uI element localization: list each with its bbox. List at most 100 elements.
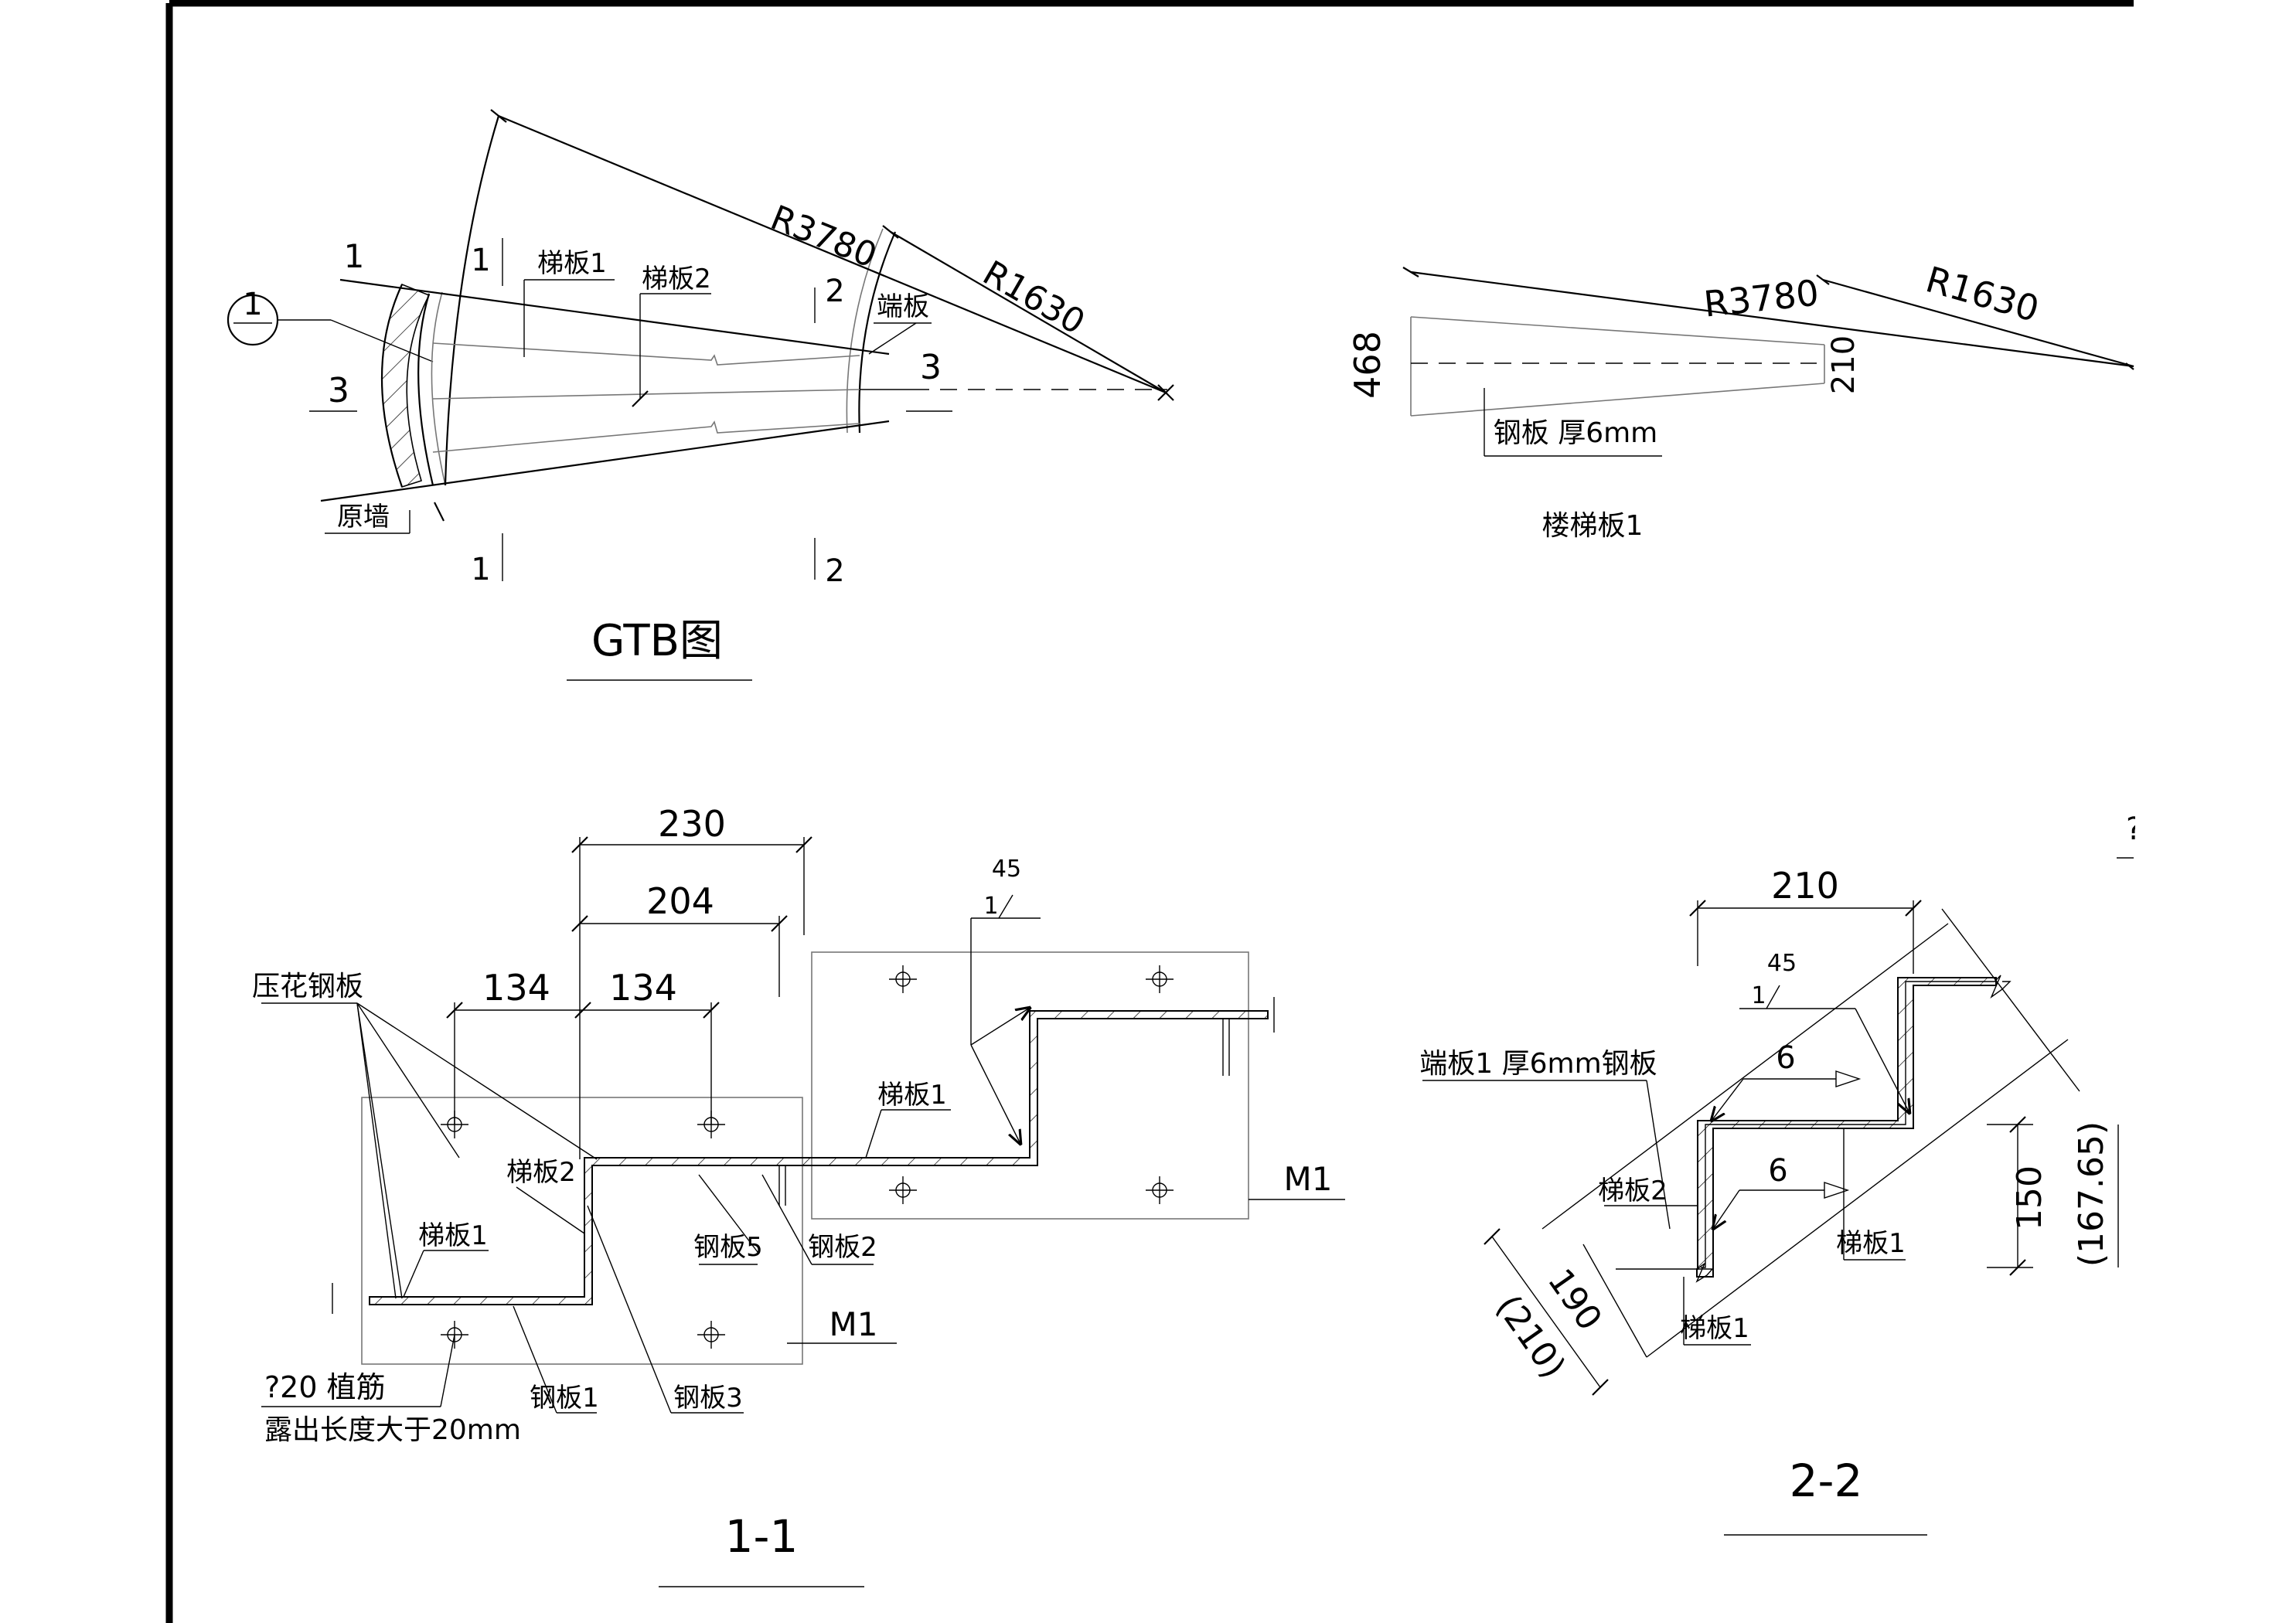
plate-radius-line [1410,270,2134,368]
dim-230: 230 [658,803,726,845]
dimension-204: 204 [571,880,788,997]
plate1-label: 梯板1 [537,248,607,279]
weld-top-size: 45 [1767,950,1797,977]
gtb-title: GTB图 [591,616,723,666]
section1-steel3: 钢板3 [673,1383,743,1414]
plate-inner-radius-line [1822,278,2134,368]
m1-lower-label: M1 [829,1305,878,1343]
steel1-leader [513,1305,557,1414]
embed-plate-m1-lower [361,1097,803,1365]
gtb-plan-view: 1 R3780 R1630 [227,109,1174,681]
plate-bottom-edge [1410,383,1825,417]
plate-r1630: R1630 [1921,258,2043,330]
axis-bubble: 1 [227,287,434,362]
weld-lower-size: 6 [1768,1153,1787,1189]
section1-plate2-leader [516,1186,585,1234]
rebar-leader [440,1334,455,1407]
section1-plate2: 梯板2 [506,1157,576,1188]
weld-fillet-mark [998,894,1013,919]
end-plate-note-leader [1646,1080,1671,1230]
envelope-lower [1646,1039,2069,1358]
exposed-note: 露出长度大于20mm [264,1414,521,1446]
stepped-steel-plate [369,1010,1269,1305]
section1-steel1: 钢板1 [530,1383,599,1414]
section2-plate1-right: 梯板1 [1836,1228,1906,1259]
end-plate-inner-arc [846,228,884,434]
radius-line-inner [890,231,1167,393]
cut-3-left-label: 3 [328,371,349,410]
end-plate-arc [858,231,897,434]
section-cut-2: 2 2 [814,274,845,589]
steel2-leader [761,1174,812,1265]
section-cut-1: 1 1 [471,238,503,587]
plate-mid-line [432,389,860,400]
plate-tick-right [2125,362,2134,370]
wall-tick [434,502,445,522]
envelope-left [1582,1244,1647,1358]
rebar-note: ?20 植筋 [264,1370,386,1404]
dim-210: 210 [1771,865,1839,907]
plate-width-210: 210 [1826,335,1862,394]
inner-arc-grey [431,291,446,486]
envelope-right [1941,908,2080,1092]
stair-plate-title: 楼梯板1 [1542,510,1644,542]
anchor-bolt [889,1176,917,1204]
anchor-bolt [1146,1176,1174,1204]
sheet-border [165,0,2134,1623]
envelope-upper [1541,923,1949,1230]
end-plate-label: 端板 [877,291,929,322]
center-tick2 [1157,384,1174,401]
dimension-190: 190 (210) [1484,1228,1610,1396]
original-wall-inner [417,293,434,486]
plate1-right-leader [865,1109,882,1159]
section2-plate2: 梯板2 [1598,1176,1667,1206]
weld-size-45: 45 [992,856,1021,883]
dimension-230: 230 [571,803,812,1159]
section2-plate1-bottom: 梯板1 [1680,1313,1749,1344]
steel3-leader [587,1205,672,1414]
weld-upper-size: 6 [1776,1040,1795,1076]
plate-r3780: R3780 [1702,271,1821,325]
dim-134-left: 134 [482,967,550,1009]
plate-lower-line [432,420,860,453]
weld-lower-arrow [1713,1189,1740,1229]
dim-204: 204 [646,880,714,922]
section-2-2-view: 210 150 (167.65) 190 (210) 端板1 厚6mm钢板 [1419,812,2162,1536]
section-cut-3: 3 3 [309,348,952,412]
outer-arc-r3780 [444,115,500,486]
plan-top-edge [339,278,890,356]
stair-plate-1-view: R3780 R1630 468 210 钢板 厚6mm 楼梯板1 [1347,258,2134,542]
radius-line-outer [498,114,1167,394]
plate-top-edge [1410,316,1825,345]
cut-1-bottom-label: 1 [471,552,490,587]
cut-1-top-label: 1 [471,243,490,278]
anchor-bolt [1146,965,1174,993]
plate1-left-leader [403,1250,424,1298]
end-plate-note: 端板1 厚6mm钢板 [1419,1048,1657,1080]
embossed-label: 压花钢板 [252,971,363,1002]
plan-bottom-edge [320,420,890,502]
anchor-bolt [697,1321,725,1349]
dimension-210: 210 [1689,865,1922,974]
original-wall-outer [380,284,404,488]
stepped-plate-2-2 [1696,977,1997,1278]
weld-mark-1: 1 [983,893,998,920]
section-1-1-title: 1-1 [725,1510,799,1563]
section1-steel5: 钢板5 [693,1232,763,1263]
m1-right-label: M1 [1284,1160,1333,1198]
weld-top-fillet [1766,985,1780,1009]
weld-upper-arrow [1712,1078,1744,1121]
embed-plate-m1-upper [811,951,1249,1220]
section1-steel2: 钢板2 [808,1232,877,1263]
embossed-leader-4 [356,1002,403,1299]
plate2-label: 梯板2 [642,264,711,294]
weld-upper-flag [1835,1070,1862,1087]
radius-r3780-label: R3780 [765,198,882,276]
original-wall-hatch [381,283,431,488]
section-1-1-view: 230 204 134 134 压花钢板 梯板2 梯板1 [252,803,1345,1587]
embossed-leader-3 [356,1002,460,1159]
embossed-leader-2 [356,1002,598,1160]
dimension-150: 150 (167.65) [1987,1116,2119,1276]
weld-arrow-upper [970,1008,1030,1046]
